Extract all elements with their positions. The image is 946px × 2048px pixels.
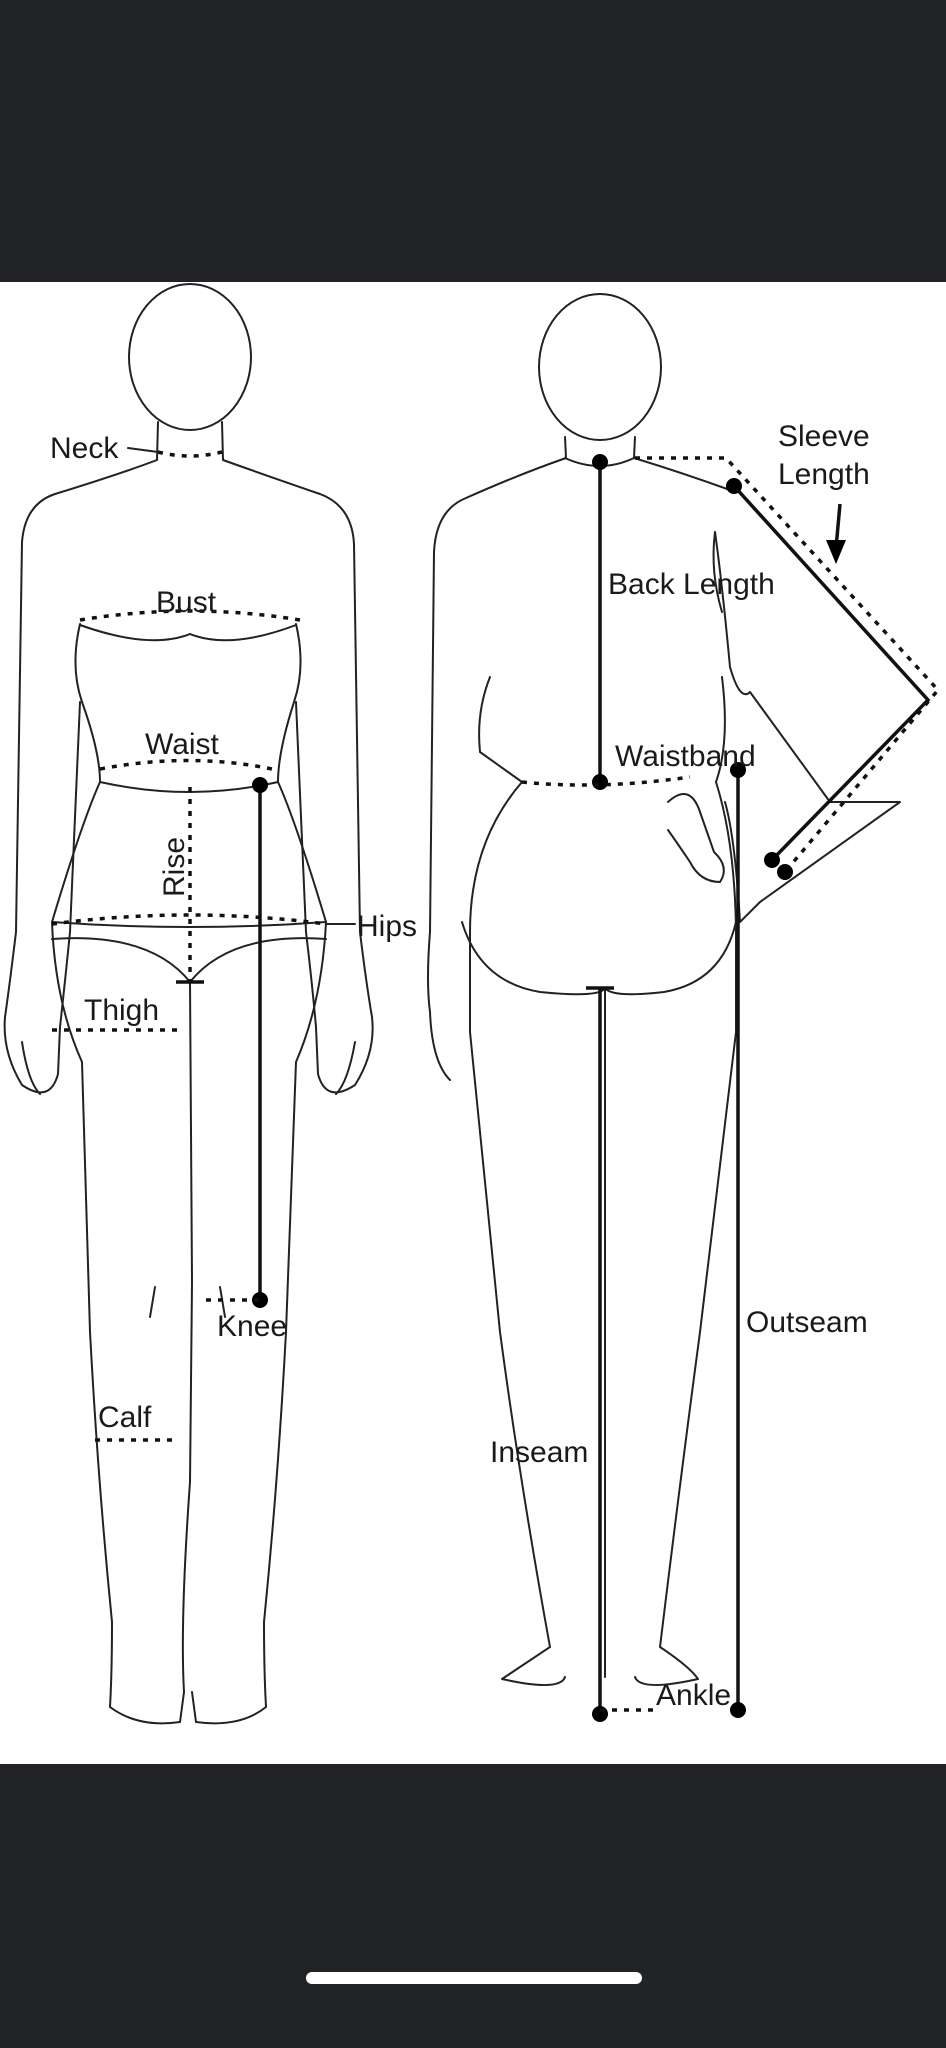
label-knee: Knee xyxy=(217,1310,287,1343)
label-bust: Bust xyxy=(156,586,217,619)
label-sleeve-line1: Sleeve xyxy=(778,420,870,453)
sleeve-length-line xyxy=(732,484,931,862)
waistband-line xyxy=(521,775,691,787)
label-sleeve-line2: Length xyxy=(778,458,870,491)
label-hips: Hips xyxy=(357,910,417,943)
measurement-diagram: Neck Bust Waist Rise Hips Thigh Knee Cal… xyxy=(3,283,941,1725)
label-waistband: Waistband xyxy=(615,740,756,773)
label-thigh: Thigh xyxy=(84,994,159,1027)
image-panel xyxy=(0,282,946,1764)
label-back-length: Back Length xyxy=(608,568,775,601)
waist-line xyxy=(99,758,273,771)
bust-line xyxy=(79,609,301,622)
bottom-dark-bar xyxy=(0,1764,946,2048)
label-calf: Calf xyxy=(98,1401,152,1434)
label-waist: Waist xyxy=(145,728,220,761)
neck-line xyxy=(157,450,223,458)
labels: Neck Bust Waist Rise Hips Thigh Knee Cal… xyxy=(50,420,870,1712)
label-neck: Neck xyxy=(50,432,119,465)
label-outseam: Outseam xyxy=(746,1306,868,1339)
back-figure xyxy=(427,293,901,1687)
sleeve-dotted-line xyxy=(635,456,941,874)
top-dark-bar xyxy=(0,0,946,282)
label-rise: Rise xyxy=(158,837,191,897)
home-indicator[interactable] xyxy=(306,1972,642,1984)
back-measurements xyxy=(521,454,941,1722)
label-inseam: Inseam xyxy=(490,1436,588,1469)
front-measurements xyxy=(51,447,356,1442)
front-figure xyxy=(3,283,374,1725)
label-ankle: Ankle xyxy=(656,1679,731,1712)
